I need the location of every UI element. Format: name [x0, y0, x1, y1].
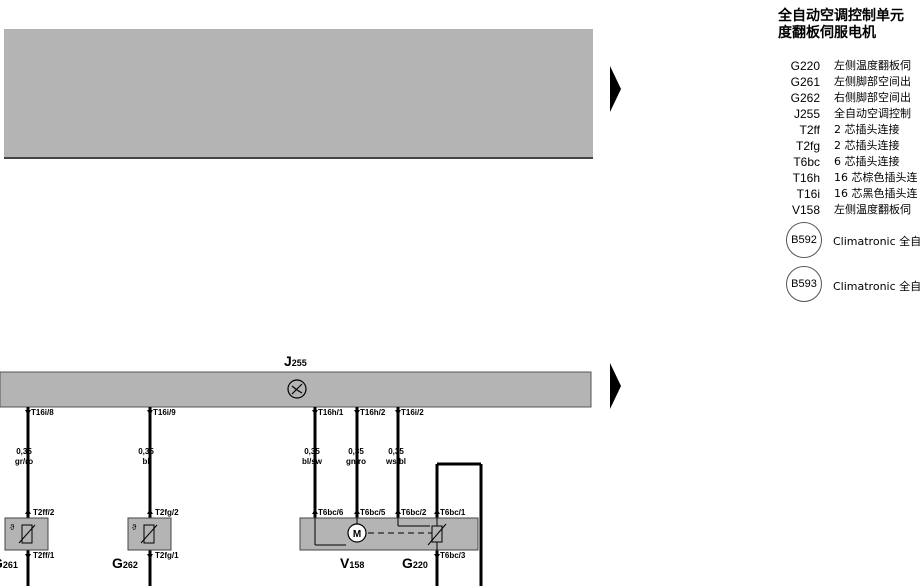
wire-color: gn/ro	[346, 457, 366, 466]
motor-wiring	[314, 518, 447, 550]
legend-code: G261	[790, 75, 820, 89]
legend-code: V158	[791, 203, 820, 217]
sensor-icon: ϑ	[10, 523, 36, 544]
connector-label: T6bc/5	[360, 508, 386, 517]
legend-code: G262	[790, 91, 820, 105]
wire-color: bl/sw	[302, 457, 323, 466]
wire-color: ws/bl	[385, 457, 406, 466]
legend-desc: 左侧温度翻板伺	[834, 203, 911, 216]
legend-desc: 2 芯插头连接	[834, 139, 900, 152]
legend-desc: 全自动空调控制	[834, 107, 911, 120]
connector-label: T6bc/6	[318, 508, 344, 517]
pin-label: T16i/2	[401, 408, 424, 417]
component-label: G261	[0, 555, 18, 571]
wire-color: bl	[142, 457, 149, 466]
pin-label: T16h/1	[318, 408, 344, 417]
connector-label: T2fg/2	[155, 508, 179, 517]
wire-size: 0,35	[348, 447, 364, 456]
legend-desc: 2 芯插头连接	[834, 123, 900, 136]
component-label: G262	[112, 555, 138, 571]
legend-code: T16i	[796, 187, 820, 201]
ground-point-b593: B593	[786, 266, 822, 302]
sensor-icon: ϑ	[132, 523, 158, 544]
component-labels: G261 G262 V158 G220	[0, 555, 428, 571]
legend-desc: 右侧脚部空间出	[834, 91, 911, 104]
connector-label: T2ff/1	[33, 551, 55, 560]
component-label: V158	[340, 555, 364, 571]
page-arrow-icon[interactable]	[610, 66, 621, 112]
svg-text:ϑ: ϑ	[10, 523, 15, 532]
pin-label: T16i/8	[31, 408, 54, 417]
pin-arrows	[25, 410, 440, 559]
legend-desc: 6 芯插头连接	[834, 155, 900, 168]
legend-desc: 左侧温度翻板伺	[834, 59, 911, 72]
svg-text:ϑ: ϑ	[132, 523, 137, 532]
legend-desc: 16 芯棕色插头连	[834, 171, 918, 184]
legend-code: G220	[790, 59, 820, 73]
connector-labels: T2ff/2 T2ff/1 T2fg/2 T2fg/1 T6bc/6 T6bc/…	[33, 508, 466, 560]
motor-icon: M	[347, 523, 367, 543]
wire-labels: 0,35 gr/ro 0,35 bl 0,35 bl/sw 0,35 gn/ro…	[15, 447, 406, 466]
connector-label: T6bc/1	[440, 508, 466, 517]
pin-labels: T16i/8 T16i/9 T16h/1 T16h/2 T16i/2	[31, 408, 424, 417]
legend-title-line-2: 度翻板伺服电机	[778, 25, 876, 41]
wire-color: gr/ro	[15, 457, 33, 466]
connector-label: T6bc/2	[401, 508, 427, 517]
legend-code: T2ff	[799, 123, 820, 137]
wiring-diagram: J255 T16i/8 T16i/9 T16h/1 T16h/2 T16i/2 …	[0, 353, 592, 586]
connector-label: T6bc/3	[440, 551, 466, 560]
electronic-symbol-icon	[287, 379, 307, 399]
page-arrow-icon[interactable]	[610, 363, 621, 409]
upper-component-bar	[4, 29, 593, 159]
connector-label: T2fg/1	[155, 551, 179, 560]
wire-size: 0,35	[304, 447, 320, 456]
pin-label: T16i/9	[153, 408, 176, 417]
ground-point-desc: Climatronic 全自	[833, 235, 922, 248]
wire-size: 0,35	[388, 447, 404, 456]
component-v158-g220	[299, 517, 479, 551]
legend-title-line-1: 全自动空调控制单元	[778, 8, 904, 24]
ground-point-desc: Climatronic 全自	[833, 280, 922, 293]
legend-code: T6bc	[793, 155, 820, 169]
connector-label: T2ff/2	[33, 508, 55, 517]
control-unit-label: J255	[284, 353, 307, 369]
legend-code: J255	[793, 107, 820, 121]
ground-point-b592: B592	[786, 222, 822, 258]
svg-text:M: M	[353, 529, 361, 540]
wire-size: 0,35	[16, 447, 32, 456]
legend-desc: 16 芯黑色插头连	[834, 187, 918, 200]
wire-size: 0,35	[138, 447, 154, 456]
pin-label: T16h/2	[360, 408, 386, 417]
legend-desc: 左侧脚部空间出	[834, 75, 911, 88]
legend-title: 全自动空调控制单元 度翻板伺服电机	[778, 8, 922, 42]
legend-code: T2fg	[795, 139, 820, 153]
component-label: G220	[402, 555, 428, 571]
legend-code: T16h	[792, 171, 820, 185]
